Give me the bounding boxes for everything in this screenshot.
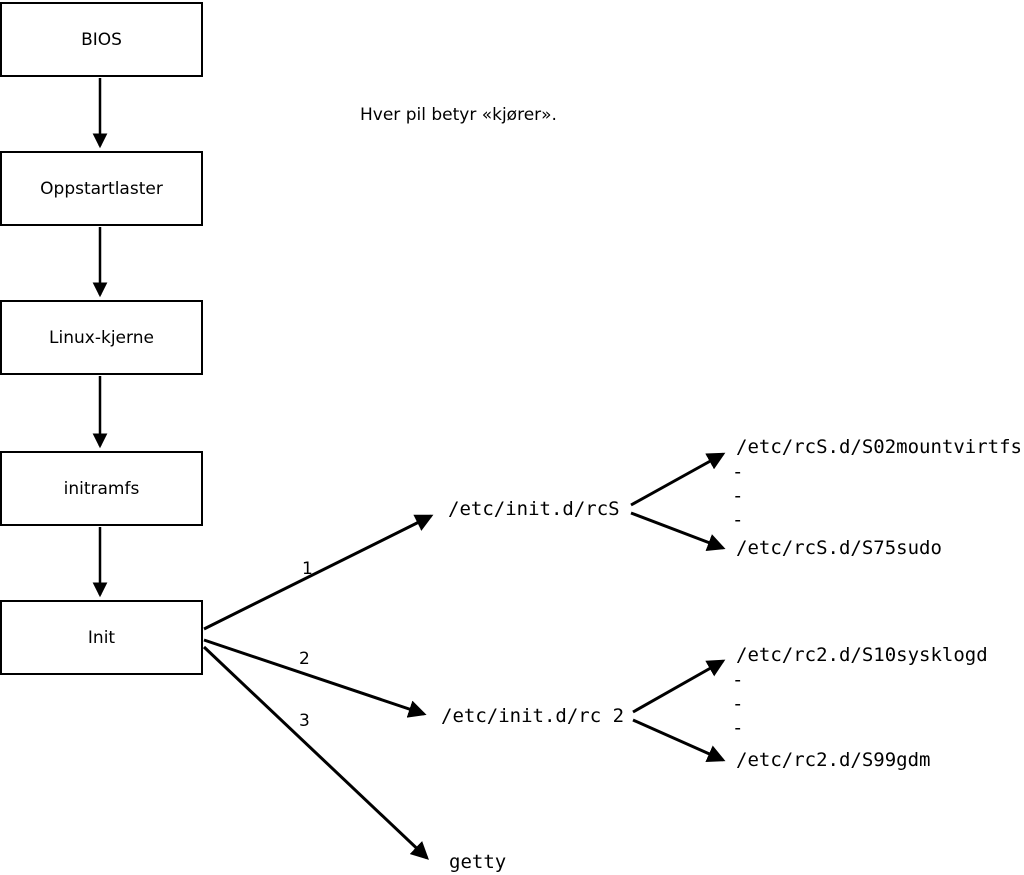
arrow-rcs-to-s02mountvirtfs: [630, 452, 726, 507]
box-init: Init: [0, 600, 203, 675]
arrow-init-to-rcs: [203, 514, 434, 631]
box-bios: BIOS: [0, 2, 203, 77]
rc2-ellipsis-dash-3: -: [732, 717, 744, 739]
node-rcs-script-last: /etc/rcS.d/S75sudo: [736, 537, 942, 559]
rcs-ellipsis-dash-3: -: [732, 509, 744, 531]
box-init-label: Init: [87, 627, 116, 648]
node-etc-init-d-rcs: /etc/init.d/rcS: [448, 498, 620, 520]
arrow-init-to-getty: [202, 645, 429, 860]
arrow-label-2: 2: [299, 649, 310, 669]
box-initramfs: initramfs: [0, 451, 203, 526]
arrow-rc2-to-s10sysklogd: [632, 659, 726, 714]
node-etc-init-d-rc2: /etc/init.d/rc 2: [441, 705, 625, 727]
box-initramfs-label: initramfs: [63, 478, 140, 499]
box-bootloader-label: Oppstartlaster: [40, 178, 163, 199]
rcs-ellipsis-dash-2: -: [732, 485, 744, 507]
arrow-init-to-rc2: [203, 638, 427, 718]
arrow-rcs-to-s75sudo: [630, 511, 726, 551]
arrow-rc2-to-s99gdm: [632, 718, 726, 763]
box-bios-label: BIOS: [81, 29, 122, 50]
box-bootloader: Oppstartlaster: [0, 151, 203, 226]
node-rc2-script-last: /etc/rc2.d/S99gdm: [736, 749, 931, 771]
node-getty: getty: [449, 851, 507, 873]
rc2-ellipsis-dash-1: -: [732, 669, 744, 691]
node-rc2-script-first: /etc/rc2.d/S10sysklogd: [736, 644, 988, 666]
node-rcs-script-first: /etc/rcS.d/S02mountvirtfs: [736, 436, 1022, 458]
rcs-ellipsis-dash-1: -: [732, 461, 744, 483]
diagram-caption: Hver pil betyr «kjører».: [360, 105, 557, 125]
box-linux-kernel-label: Linux-kjerne: [49, 327, 154, 348]
rc2-ellipsis-dash-2: -: [732, 693, 744, 715]
box-linux-kernel: Linux-kjerne: [0, 300, 203, 375]
arrow-label-1: 1: [302, 559, 313, 579]
arrow-label-3: 3: [299, 711, 310, 731]
